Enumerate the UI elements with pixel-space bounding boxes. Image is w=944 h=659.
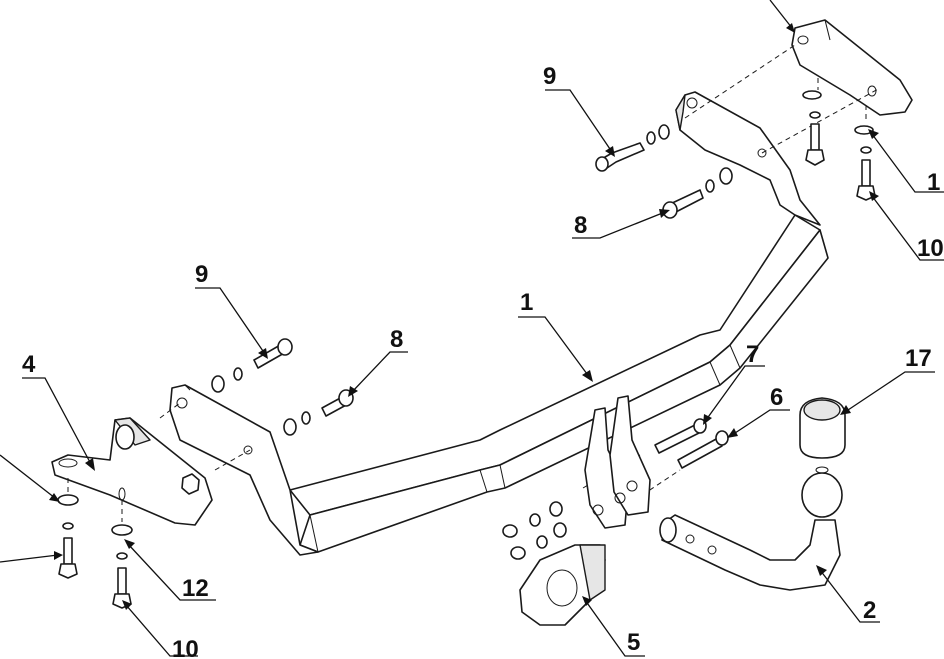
tow-ball-arm-part-2 (659, 466, 843, 591)
bolt-9-upper (595, 124, 670, 172)
callout-5: 5 (627, 629, 640, 656)
callout-10-lower: 10 (172, 636, 199, 659)
callout-8-left: 8 (390, 326, 403, 353)
callout-6: 6 (770, 384, 783, 411)
callout-12-right-cut: 1 (927, 169, 940, 196)
bolts-vertical-left (57, 494, 133, 609)
bolt-8-upper (662, 167, 733, 219)
callout-17: 17 (905, 345, 932, 372)
callout-9-upper: 9 (543, 63, 556, 90)
callout-7: 7 (746, 341, 759, 368)
ball-cover-part-17 (799, 397, 846, 459)
callout-labels: 1 2 4 5 6 7 8 8 9 9 10 10 12 1 17 (22, 63, 944, 659)
socket-plate-part-5 (519, 544, 606, 626)
callout-2: 2 (863, 597, 876, 624)
left-mount-bracket-part-4 (51, 417, 213, 526)
callout-12: 12 (182, 575, 209, 602)
callout-4: 4 (22, 351, 36, 378)
callout-8-upper: 8 (574, 212, 587, 239)
top-right-mount-bracket (791, 19, 913, 116)
bolt-9-left (211, 338, 293, 393)
center-mount-plates (584, 395, 651, 529)
callout-1: 1 (520, 289, 533, 316)
callout-10-upper: 10 (917, 235, 944, 262)
bolt-7 (654, 418, 707, 454)
callout-9-left: 9 (195, 261, 208, 288)
left-side-plate (169, 384, 319, 556)
cross-beam-part-1 (289, 214, 829, 553)
bolts-vertical-right (802, 90, 876, 201)
bolt-8-left (283, 389, 354, 436)
bolt-6 (677, 430, 729, 469)
nuts-washers-center (502, 501, 567, 560)
right-side-plate (675, 91, 821, 226)
